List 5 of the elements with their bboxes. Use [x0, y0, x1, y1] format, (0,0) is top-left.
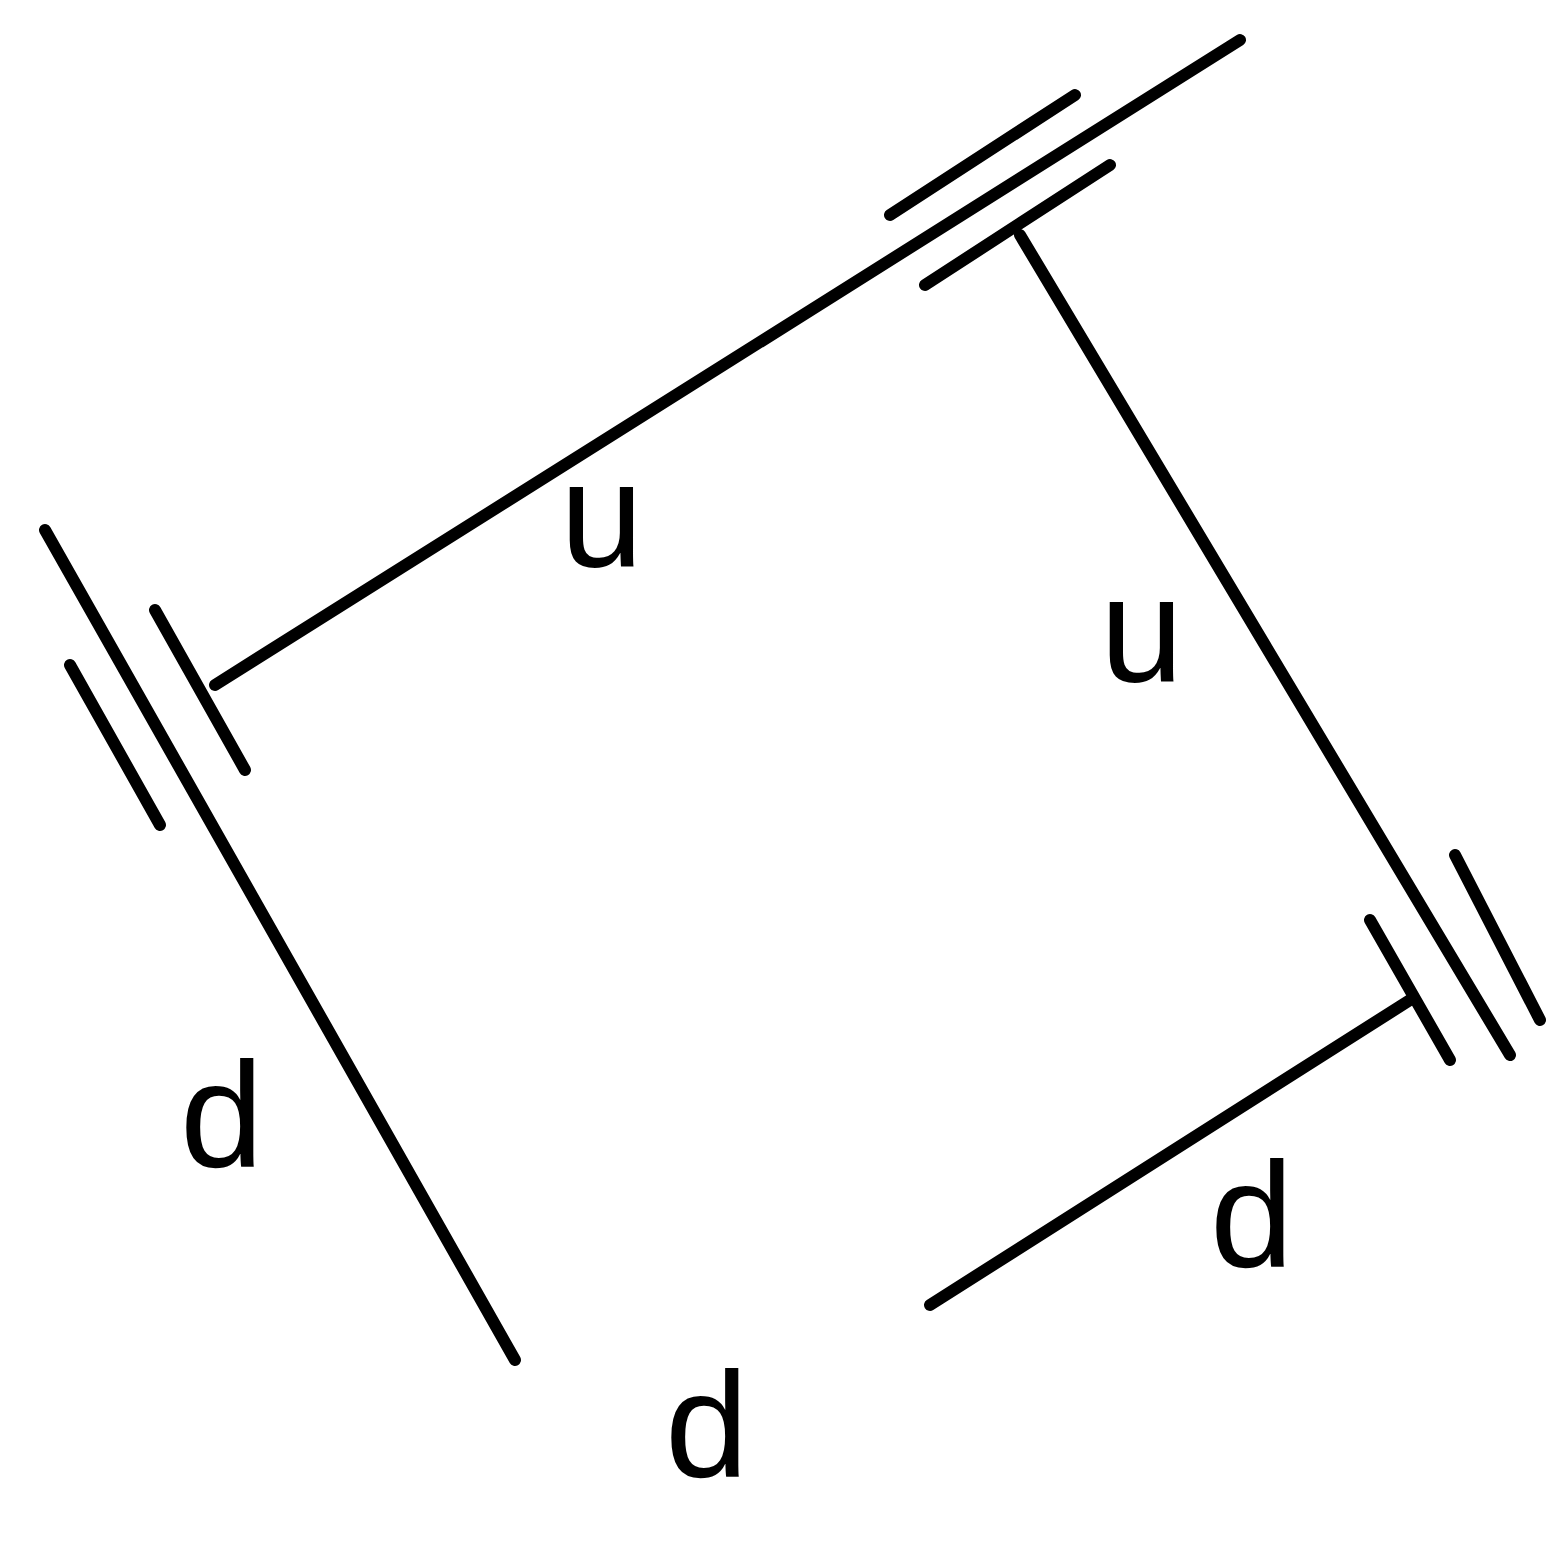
variable-label: u — [560, 440, 644, 590]
variable-label: u — [1100, 555, 1184, 705]
variable-label: d — [665, 1350, 749, 1500]
variable-label: d — [1210, 1140, 1294, 1290]
variable-label: d — [180, 1040, 264, 1190]
